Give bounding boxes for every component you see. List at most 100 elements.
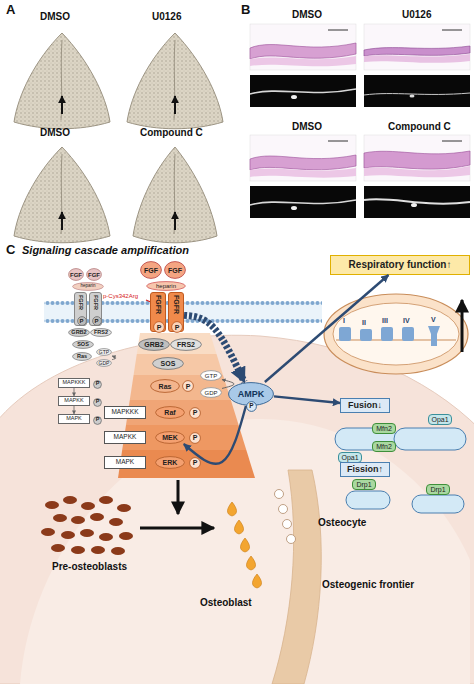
pre-osteoblast-cell-part [80, 529, 94, 537]
pre-osteoblast-cell-part [41, 528, 55, 536]
osteoblast-cell-part [234, 520, 243, 534]
node-text: Ras [77, 354, 87, 360]
micro-ct-image-part [364, 186, 470, 218]
protein-tag: Drp1 [426, 484, 450, 495]
pre-osteoblast-cell-part [63, 496, 77, 504]
gdp-oval-shape [201, 388, 222, 398]
osteoblast-cell-part [252, 574, 261, 588]
phospho-circle-shape [92, 317, 101, 326]
indicator-arrow [62, 96, 175, 230]
mitochondrion-part [461, 300, 464, 352]
node-text: Mfn2 [376, 443, 392, 450]
exchange-arrow [222, 380, 234, 389]
heparin-oval: heparin [146, 281, 186, 291]
osteocyte-cell [275, 490, 296, 544]
phospho-circle-shape [94, 380, 102, 388]
sos-oval: SOS [152, 357, 184, 370]
kinase-oval: MEKP [155, 431, 185, 444]
phospho-circle-shape [154, 322, 165, 333]
phospho-circle: P [189, 457, 201, 469]
histology-image-part-part [328, 30, 348, 31]
node-text: SOS [161, 360, 176, 367]
histology-image-part [250, 24, 356, 70]
exchange-arrow [112, 356, 116, 360]
heparin-oval: heparin [72, 282, 104, 291]
pre-osteoblast-cell-part [81, 502, 95, 510]
node-text: GTP [99, 350, 109, 355]
phospho-circle: P [92, 316, 102, 326]
osteoblast-cell-part [246, 556, 255, 570]
ligand-circle-shape [69, 269, 84, 281]
histology-image-part-part [364, 151, 470, 169]
kinase-box: MAPKP [58, 414, 90, 424]
node-text: FGFR [78, 295, 84, 310]
node-text: GDP [204, 390, 217, 396]
micro-ct-image-part-part [410, 94, 415, 97]
panel-letter: A [6, 3, 15, 16]
node-text: FRS2 [94, 330, 108, 336]
osteoblast-cell [227, 502, 261, 588]
ampk-oval: AMPKP [228, 382, 274, 406]
adaptor-oval-shape [139, 339, 170, 351]
pre-osteoblast-cell-part [71, 546, 85, 554]
node-text: P [94, 318, 98, 324]
mitochondrion-part [339, 327, 351, 341]
node-text: GRB2 [144, 341, 163, 348]
adaptor-oval-shape [171, 339, 202, 351]
pre-osteoblast-cell-part [71, 516, 85, 524]
pre-osteoblast-cell-part [99, 496, 113, 504]
cascade-arrow [74, 388, 75, 396]
condition-label: Compound C [388, 122, 451, 132]
micro-ct-image-part [250, 75, 356, 107]
node-text: FGFR [93, 295, 99, 310]
mitochondrion-part [381, 327, 393, 341]
mitochondria-network-part [394, 428, 466, 450]
micro-ct-image-part-part [364, 186, 470, 218]
node-text: P [186, 383, 191, 390]
node-text: P [96, 381, 100, 387]
cell-label: Osteogenic frontier [322, 580, 414, 590]
condition-label: U0126 [152, 12, 181, 22]
node-text: FGFR [173, 295, 180, 314]
skull-render [14, 33, 223, 243]
condition-label: U0126 [402, 10, 431, 20]
heparin-oval-shape [147, 282, 186, 291]
node-text: P [157, 324, 162, 331]
node-text: GRB2 [71, 330, 86, 336]
histology-image-part-part [250, 24, 356, 70]
histology-image-part-part [442, 141, 462, 142]
protein-tag: Opa1 [428, 414, 452, 425]
skull-render-part [127, 33, 223, 129]
node-text: MAPKK [64, 398, 83, 404]
micro-ct-image-part-part [364, 75, 470, 107]
micro-ct-image [250, 75, 470, 218]
complex-label: III [382, 317, 388, 324]
micro-ct-image-part-part [250, 186, 356, 218]
micro-ct-image-part [250, 186, 356, 218]
gdp-oval: GDP [200, 387, 222, 398]
histology-image-part [364, 135, 470, 181]
node-text: P [79, 318, 83, 324]
node-text: AMPK [238, 390, 265, 399]
node-text: P [193, 409, 198, 416]
regulation-arrow [184, 406, 246, 464]
sos-oval-shape [153, 358, 184, 370]
kinase-oval-shape [156, 407, 185, 419]
node-text: Mfn2 [376, 425, 392, 432]
node-text: FGF [88, 272, 100, 278]
mitochondria-network [335, 428, 466, 513]
skull-background-part [272, 470, 321, 684]
node-text: MAPK [66, 416, 82, 422]
kinase-oval-shape [156, 457, 185, 469]
micro-ct-image-part-part [250, 89, 356, 94]
node-text: heparin [80, 284, 95, 289]
adaptor-oval-shape [91, 329, 112, 337]
process-box: Fusion↓ [340, 398, 390, 413]
osteocyte-cell-part [279, 505, 288, 514]
node-text: P [175, 324, 180, 331]
mitochondrion [324, 294, 468, 374]
histology-image-part-part [364, 166, 470, 177]
ligand-circle: FGF [86, 268, 102, 281]
micro-ct-image-part [364, 75, 470, 107]
phospho-circle-shape [94, 416, 102, 424]
